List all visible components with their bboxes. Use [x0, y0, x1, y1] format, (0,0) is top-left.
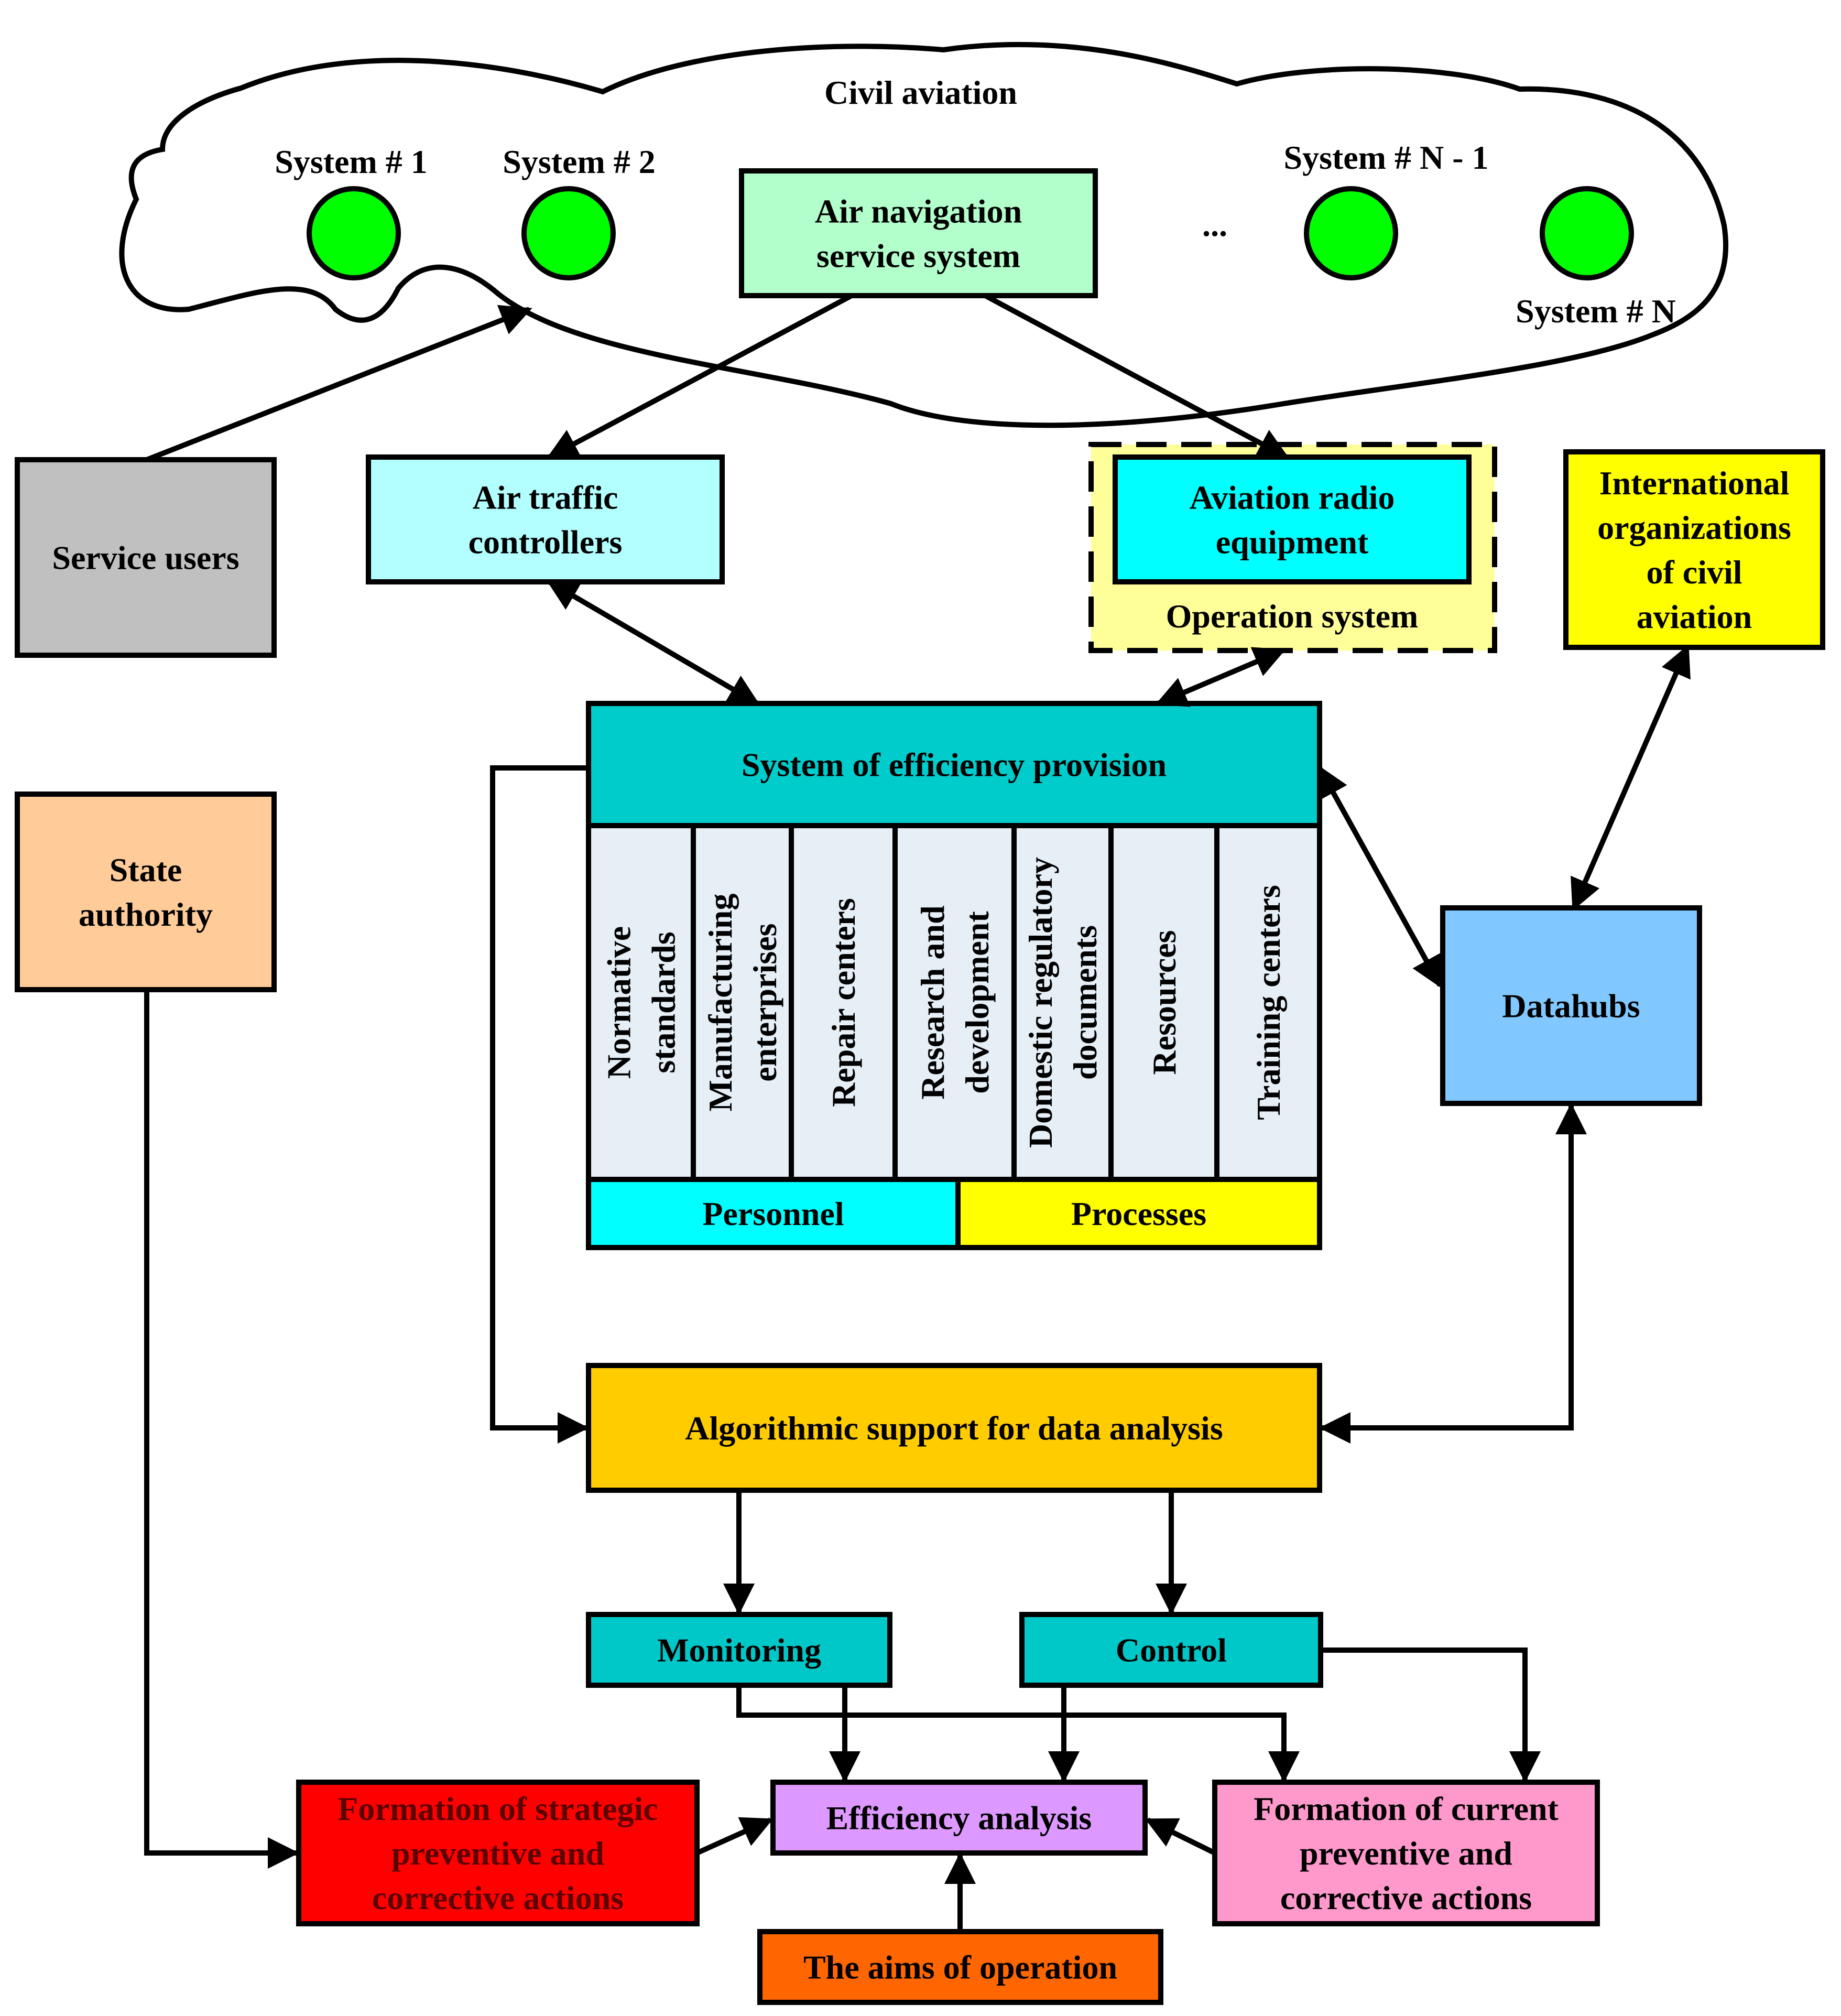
service-users-box: [15, 457, 277, 658]
system-1-node: [307, 186, 401, 280]
strategic-label-line-2: corrective actions: [372, 1879, 624, 1916]
radio-label-line-0: Aviation radio: [1190, 479, 1395, 516]
system-n-1-node: [1304, 186, 1398, 280]
system-2-label: System # 2: [503, 143, 656, 180]
state-authority-box: [15, 792, 277, 992]
intl-label-line-1: organizations: [1597, 509, 1791, 546]
cloud-title: Civil aviation: [824, 74, 1017, 111]
intl-label-line-2: of civil: [1646, 554, 1742, 591]
opsys-label-line-0: Operation system: [1166, 598, 1419, 635]
aims-of-operation-box: [757, 1929, 1163, 2005]
arrow-strategic-to-efficiency: [695, 1817, 774, 1856]
arrow-current-to-efficiency: [1145, 1817, 1216, 1856]
current-actions-box: [1212, 1780, 1600, 1926]
algorithmic-support-box: [586, 1363, 1322, 1493]
aims-label-line-0: The aims of operation: [803, 1949, 1117, 1986]
connectors: [144, 293, 1691, 1932]
processes-label-line-0: Processes: [1071, 1195, 1206, 1232]
efficiency-column-label-5: Resources: [1146, 930, 1183, 1075]
efficiency-column-2: [789, 823, 898, 1182]
international-organizations-box: [1563, 449, 1825, 650]
efficiency-column-4-line-0: Domestic regulatory: [1022, 857, 1059, 1148]
efficiency-column-3: [892, 823, 1017, 1182]
efficiency-label-line-0: Efficiency analysis: [826, 1800, 1092, 1837]
efficiency-column-3-line-0: Research and: [914, 905, 951, 1099]
system-1-label: System # 1: [275, 143, 428, 180]
air-traffic-controllers-box: [366, 454, 725, 584]
current-label-line-1: preventive and: [1300, 1835, 1512, 1872]
sep-label-line-0: System of efficiency provision: [742, 746, 1167, 784]
algo-label-line-0: Algorithmic support for data analysis: [685, 1410, 1223, 1447]
efficiency-column-5-line-0: Resources: [1146, 930, 1183, 1075]
system-n-1-label: System # N - 1: [1283, 139, 1488, 176]
arrow-datahubs-algo: [1319, 1103, 1587, 1444]
arrow-state-to-strategic: [144, 990, 299, 1869]
arrow-sep-datahubs: [1317, 765, 1443, 989]
state-label-line-0: State: [110, 851, 182, 888]
strategic-label-line-0: Formation of strategic: [337, 1790, 658, 1827]
users-label-line-0: Service users: [52, 539, 239, 577]
efficiency-column-2-line-0: Repair centers: [825, 898, 862, 1107]
intl-label-line-0: International: [1599, 464, 1790, 502]
efficiency-column-1: [691, 823, 794, 1182]
control-label-line-0: Control: [1116, 1632, 1227, 1669]
efficiency-column-1-line-1: enterprises: [746, 923, 783, 1081]
monitoring-label-line-0: Monitoring: [657, 1632, 821, 1669]
efficiency-column-3-line-1: development: [958, 911, 996, 1094]
efficiency-column-label-6: Training centers: [1250, 885, 1287, 1120]
arrow-sep-to-algo: [490, 765, 589, 1444]
arrow-ans-to-atc: [546, 293, 853, 460]
monitoring-box: [586, 1612, 892, 1688]
current-label-line-2: corrective actions: [1280, 1879, 1532, 1916]
system-2-node: [521, 186, 616, 280]
current-label-line-0: Formation of current: [1254, 1790, 1559, 1827]
personnel-label-line-0: Personnel: [702, 1195, 844, 1232]
arrow-atc-sep: [546, 579, 760, 706]
efficiency-column-5: [1108, 823, 1219, 1182]
efficiency-column-label-2: Repair centers: [825, 898, 862, 1107]
arrow-control-to-current: [1321, 1648, 1541, 1783]
strategic-label-line-1: preventive and: [391, 1835, 604, 1872]
system-n-label: System # N: [1516, 292, 1676, 330]
efficiency-column-1-line-0: Manufacturing: [702, 894, 739, 1112]
system-n-node: [1540, 186, 1634, 280]
arrow-intl-datahubs: [1571, 644, 1691, 911]
arrow-opsys-sep: [1155, 647, 1286, 707]
radio-label-line-1: equipment: [1216, 524, 1369, 561]
intl-label-line-3: aviation: [1637, 598, 1752, 635]
system-of-efficiency-provision-header: [586, 701, 1322, 828]
atc-label-line-0: Air traffic: [473, 479, 618, 516]
arrow-ans-to-radio: [984, 293, 1290, 460]
ans-label-line-0: Air navigation: [815, 193, 1022, 230]
efficiency-column-4: [1011, 823, 1114, 1182]
efficiency-column-6-line-0: Training centers: [1250, 885, 1287, 1120]
arrow-monitoring-to-current: [736, 1685, 1300, 1783]
efficiency-column-0-line-1: standards: [645, 931, 682, 1073]
efficiency-analysis-box: [770, 1780, 1148, 1856]
systems-ellipsis: ...: [1202, 206, 1227, 243]
efficiency-column-4-line-1: documents: [1066, 925, 1104, 1080]
civil-aviation-cloud: [119, 41, 1729, 428]
efficiency-column-6: [1214, 823, 1322, 1182]
arrow-users-to-cloud: [146, 305, 532, 462]
datahubs-label-line-0: Datahubs: [1502, 988, 1640, 1025]
air-navigation-service-system-box: [739, 168, 1098, 298]
state-label-line-1: authority: [79, 896, 213, 933]
ans-label-line-1: service system: [816, 237, 1020, 275]
atc-label-line-1: controllers: [469, 524, 623, 561]
aviation-radio-equipment-box: [1113, 454, 1472, 584]
efficiency-column-0-line-0: Normative: [601, 926, 638, 1079]
